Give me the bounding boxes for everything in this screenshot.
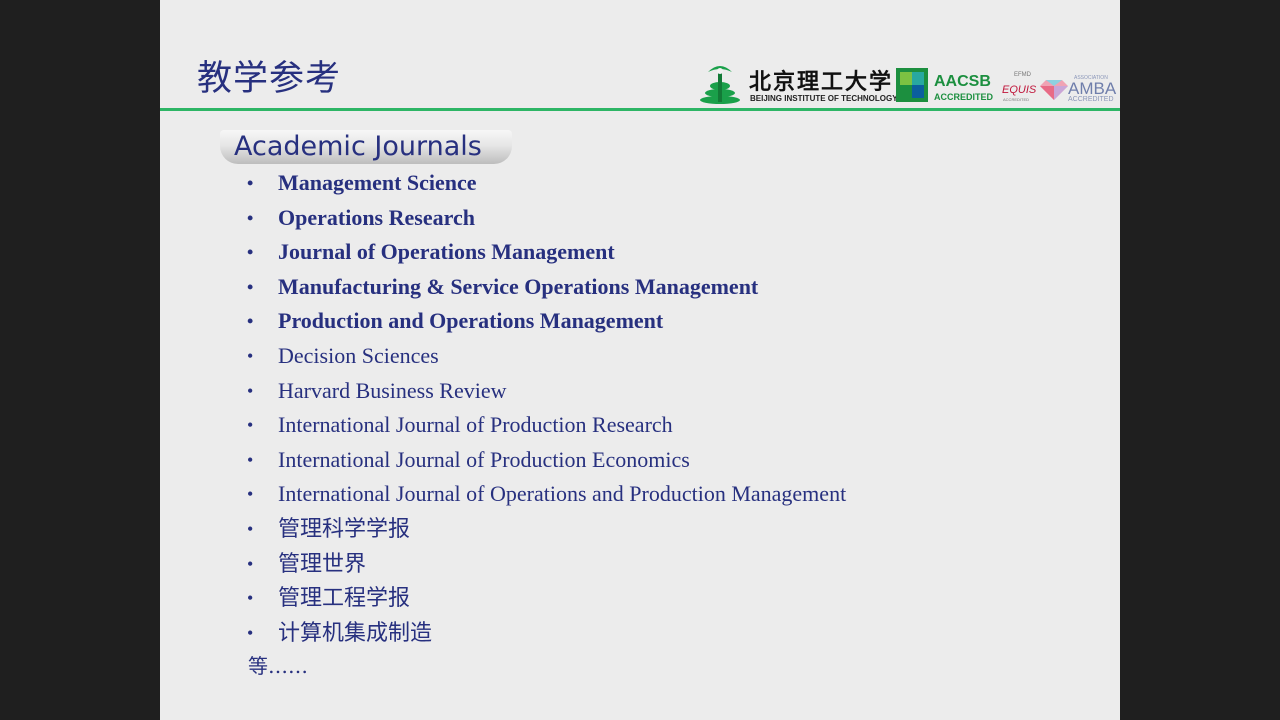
journal-name: 管理工程学报 — [278, 585, 411, 611]
list-item: • Operations Research — [246, 201, 846, 236]
efmd-label: EFMD — [1014, 72, 1031, 78]
section-heading: Academic Journals — [220, 130, 512, 164]
journal-list: • Management Science • Operations Research… — [246, 166, 846, 650]
list-item: • 管理工程学报 — [246, 581, 846, 616]
journal-name: Journal of Operations Management — [278, 239, 615, 265]
bullet-icon: • — [247, 380, 254, 401]
list-item: • 计算机集成制造 — [246, 616, 846, 651]
journal-name: 管理科学学报 — [278, 515, 411, 541]
list-item: • Manufacturing & Service Operations Mana… — [246, 270, 846, 305]
bullet-icon: • — [247, 484, 254, 505]
list-item: • 管理科学学报 — [246, 512, 846, 547]
section-heading-text: Academic Journals — [234, 131, 482, 162]
journal-name: Decision Sciences — [278, 342, 439, 368]
bullet-icon: • — [247, 449, 254, 470]
journal-name: Harvard Business Review — [278, 377, 507, 403]
bullet-icon: • — [247, 415, 254, 436]
aacsb-logo-icon — [896, 68, 928, 102]
journal-name: International Journal of Production Rese… — [278, 412, 673, 438]
journal-name: Manufacturing & Service Operations Manag… — [278, 273, 759, 299]
list-item: • Management Science — [246, 166, 846, 201]
list-item: • Harvard Business Review — [246, 374, 846, 409]
amba-sub-label: ACCREDITED — [1068, 96, 1114, 103]
journal-name: Production and Operations Management — [278, 308, 664, 334]
list-item: • International Journal of Production Res… — [246, 408, 846, 443]
bullet-icon: • — [247, 345, 254, 366]
equis-sub-label: ACCREDITED — [1003, 97, 1030, 102]
journal-name: International Journal of Operations and … — [278, 481, 847, 507]
bullet-icon: • — [247, 173, 254, 193]
journal-name: 计算机集成制造 — [278, 619, 433, 645]
list-item: • Decision Sciences — [246, 339, 846, 374]
aacsb-sub-label: ACCREDITED — [934, 92, 994, 102]
bullet-icon: • — [247, 207, 254, 228]
list-item: • Production and Operations Management — [246, 304, 846, 339]
list-item: • International Journal of Production Eco… — [246, 443, 846, 478]
slide-title: 教学参考 — [197, 59, 342, 99]
journal-name: International Journal of Production Econ… — [278, 446, 690, 472]
closing-text: 等…… — [248, 654, 308, 678]
list-item: • International Journal of Operations and… — [246, 477, 846, 512]
journal-name: Operations Research — [278, 204, 475, 230]
bullet-icon: • — [247, 553, 254, 574]
amba-gem-icon — [1040, 80, 1068, 100]
bullet-icon: • — [247, 518, 254, 539]
bullet-icon: • — [247, 622, 254, 643]
bullet-icon: • — [247, 588, 254, 609]
slide: 教学参考 北京理工大学 BEIJING INSTITUTE OF TECHNOL… — [160, 0, 1120, 720]
bit-emblem-icon — [700, 66, 740, 104]
journal-name: Management Science — [278, 170, 477, 195]
journal-name: 管理世界 — [278, 550, 367, 576]
list-item: • Journal of Operations Management — [246, 235, 846, 270]
amba-label: AMBA — [1068, 79, 1117, 98]
university-name-en: BEIJING INSTITUTE OF TECHNOLOGY — [750, 94, 898, 103]
equis-label: EQUIS — [1002, 84, 1037, 96]
aacsb-label: AACSB — [934, 73, 991, 90]
bullet-icon: • — [247, 276, 254, 297]
amba-association-label: ASSOCIATION — [1074, 75, 1108, 81]
bullet-icon: • — [247, 311, 254, 332]
list-item: • 管理世界 — [246, 547, 846, 582]
header-divider — [160, 108, 1120, 111]
accreditation-logos: 北京理工大学 BEIJING INSTITUTE OF TECHNOLOGY A… — [696, 62, 1116, 108]
bullet-icon: • — [247, 242, 254, 263]
university-name-cn: 北京理工大学 — [749, 69, 894, 95]
